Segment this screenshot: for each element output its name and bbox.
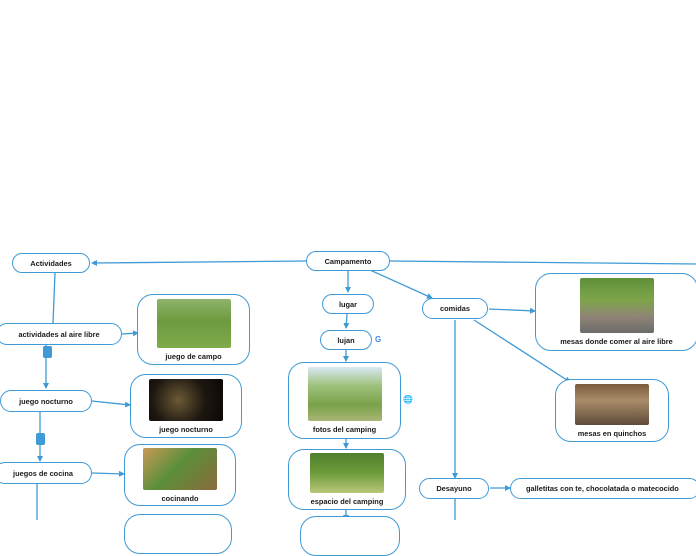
card-mesas-aire-libre-label: mesas donde comer al aire libre — [560, 337, 673, 346]
connector-lines — [36, 259, 696, 520]
node-juegos-de-cocina[interactable]: juegos de cocina — [0, 462, 92, 484]
node-lugar-label: lugar — [338, 299, 358, 309]
node-comidas-label: comidas — [440, 304, 470, 313]
node-campamento[interactable]: Campamento — [306, 251, 390, 271]
mesas-aire-libre-image — [579, 278, 654, 333]
node-actividades-aire-libre-label: actividades al aire libre — [18, 329, 100, 339]
juego-nocturno-image — [149, 378, 223, 421]
card-juego-nocturno-label: juego nocturno — [159, 424, 213, 434]
card-juego-de-campo[interactable]: juego de campo — [137, 294, 250, 365]
card-mesas-quinchos[interactable]: mesas en quinchos — [555, 379, 669, 442]
node-galletitas-label: galletitas con te, chocolatada o matecoc… — [526, 484, 679, 493]
node-galletitas[interactable]: galletitas con te, chocolatada o matecoc… — [510, 478, 696, 499]
card-mesas-quinchos-label: mesas en quinchos — [577, 428, 647, 438]
fotos-del-camping-image — [307, 367, 382, 421]
node-lugar[interactable]: lugar — [322, 294, 374, 314]
card-partial-bottom[interactable] — [124, 514, 232, 554]
card-cocinando[interactable]: cocinando — [124, 444, 236, 506]
espacio-del-camping-image — [310, 453, 384, 493]
card-fotos-del-camping-label: fotos del camping — [312, 425, 377, 434]
node-desayuno-label: Desayuno — [436, 484, 472, 493]
node-actividades-aire-libre[interactable]: actividades al aire libre — [0, 323, 122, 345]
card-espacio-del-camping[interactable]: espacio del camping — [288, 449, 406, 510]
card-fotos-del-camping[interactable]: fotos del camping — [288, 362, 401, 439]
card-juego-de-campo-label: juego de campo — [165, 351, 222, 361]
node-actividades[interactable]: Actividades — [12, 253, 90, 273]
node-juego-nocturno-label: juego nocturno — [19, 396, 73, 406]
node-campamento-label: Campamento — [324, 256, 372, 266]
card-mesas-aire-libre[interactable]: mesas donde comer al aire libre — [535, 273, 696, 351]
card-juego-nocturno[interactable]: juego nocturno — [130, 374, 242, 438]
node-juegos-de-cocina-label: juegos de cocina — [13, 468, 73, 478]
collapse-handle[interactable] — [36, 433, 45, 445]
card-cocinando-label: cocinando — [161, 493, 199, 503]
juego-de-campo-image — [156, 298, 231, 348]
cocinando-image — [143, 447, 217, 490]
node-juego-nocturno[interactable]: juego nocturno — [0, 390, 92, 412]
card-espacio-del-camping-label: espacio del camping — [310, 497, 384, 506]
node-lujan-label: lujan — [337, 335, 355, 345]
collapse-handle[interactable] — [43, 346, 52, 358]
card-partial-center[interactable] — [300, 516, 400, 556]
globe-icon[interactable]: 🌐 — [403, 395, 413, 404]
mesas-quinchos-image — [575, 383, 649, 425]
node-lujan[interactable]: lujan — [320, 330, 372, 350]
google-icon[interactable]: G — [375, 335, 382, 344]
node-actividades-label: Actividades — [30, 258, 72, 268]
node-desayuno[interactable]: Desayuno — [419, 478, 489, 499]
node-comidas[interactable]: comidas — [422, 298, 488, 319]
